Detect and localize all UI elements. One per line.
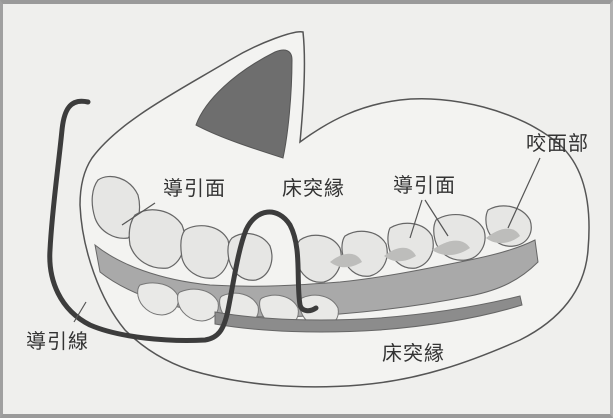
guide-surface-shading: [330, 228, 520, 268]
label-guide-wire: 導引線: [26, 329, 89, 353]
upper-teeth: [91, 175, 532, 283]
guide-wire: [47, 98, 319, 343]
label-flange-top: 床突縁: [282, 176, 345, 200]
label-guide-surface-left: 導引面: [163, 176, 226, 200]
label-flange-bottom: 床突縁: [382, 341, 445, 365]
label-occlusal-surface: 咬面部: [526, 131, 589, 155]
upper-flange-dark: [195, 49, 293, 159]
lower-flange-band: [214, 295, 523, 333]
label-guide-surface-right: 導引面: [393, 173, 456, 197]
leader-lines: [73, 157, 541, 323]
